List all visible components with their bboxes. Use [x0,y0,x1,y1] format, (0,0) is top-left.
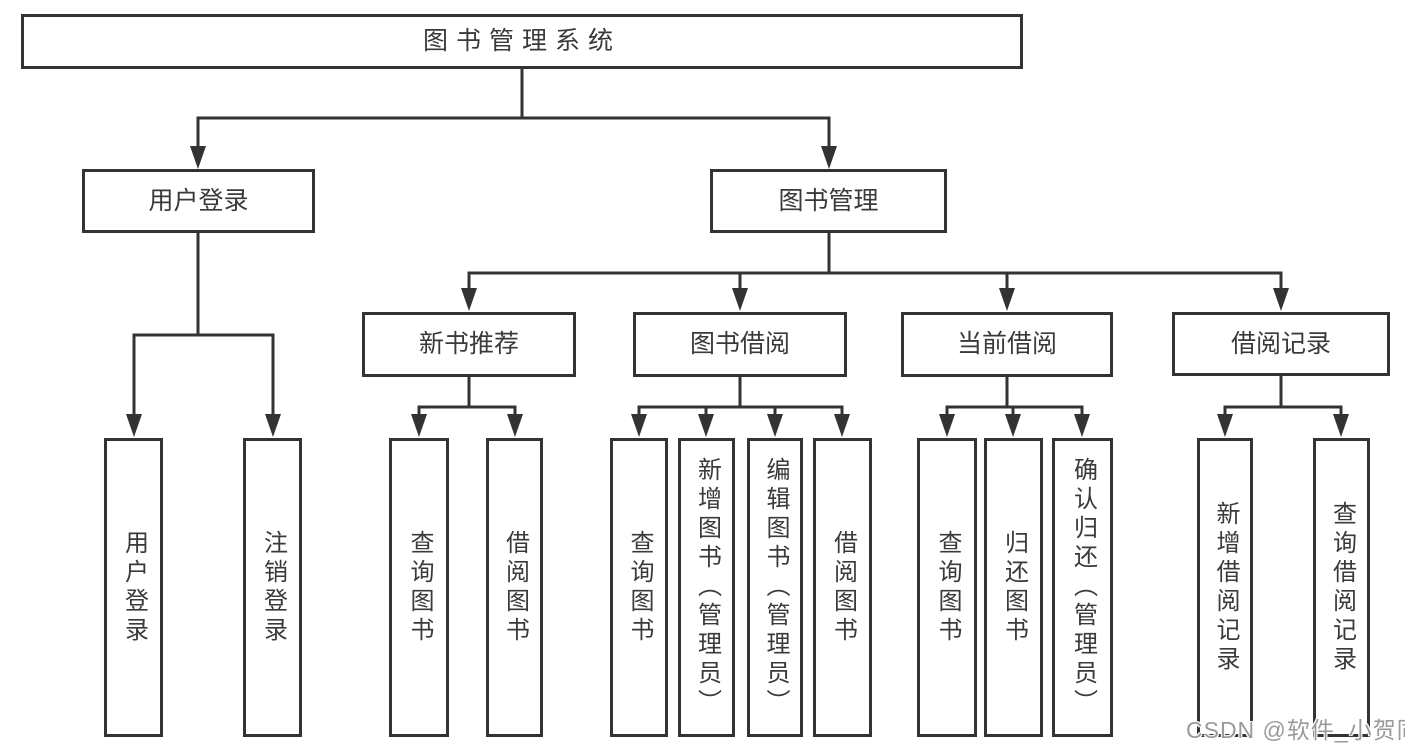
leaf-borrowing-query-books-label: 查询图书 [626,529,653,646]
leaf-newbook-borrow-books-label: 借阅图书 [501,529,529,646]
leaf-logout: 注销登录 [243,438,302,737]
node-borrowing-records: 借阅记录 [1172,312,1390,376]
leaf-newbook-query-books-label: 查询图书 [406,529,433,646]
leaf-logout-label: 注销登录 [259,529,287,646]
connector-current-borrowing-children [939,377,1090,437]
leaf-records-add-record: 新增借阅记录 [1197,438,1253,737]
leaf-borrowing-add-books-admin-label: 新增图书（管理员） [693,457,721,718]
leaf-borrowing-edit-books-admin-label: 编辑图书（管理员） [762,457,789,718]
node-book-borrowing: 图书借阅 [633,312,847,377]
leaf-records-query-record: 查询借阅记录 [1313,438,1370,737]
node-new-book-recommendation: 新书推荐 [362,312,576,377]
connector-book-management-children [461,233,1289,311]
connector-user-login-children [126,233,281,437]
leaf-current-query-books-label: 查询图书 [934,529,961,646]
leaf-newbook-query-books: 查询图书 [389,438,449,737]
leaf-current-confirm-return-admin-label: 确认归还（管理员） [1069,457,1097,718]
node-user-login: 用户登录 [82,169,315,233]
leaf-borrowing-query-books: 查询图书 [610,438,668,737]
node-current-borrowing: 当前借阅 [901,312,1113,377]
leaf-newbook-borrow-books: 借阅图书 [486,438,543,737]
connector-borrowing-records-children [1217,376,1349,437]
leaf-user-login: 用户登录 [104,438,163,737]
connector-book-borrowing-children [631,377,850,437]
leaf-records-query-record-label: 查询借阅记录 [1328,500,1356,675]
leaf-current-return-books-label: 归还图书 [1000,529,1028,646]
node-book-management: 图书管理 [710,169,947,233]
watermark: CSDN @软件_小贺同学 [1186,717,1405,743]
leaf-user-login-label: 用户登录 [120,529,148,646]
leaf-records-add-record-label: 新增借阅记录 [1212,500,1239,675]
leaf-borrowing-borrow-books: 借阅图书 [813,438,872,737]
leaf-current-confirm-return-admin: 确认归还（管理员） [1052,438,1113,737]
connector-root-to-level2 [190,68,837,169]
connector-new-book-children [411,377,523,437]
leaf-current-return-books: 归还图书 [984,438,1043,737]
leaf-borrowing-add-books-admin: 新增图书（管理员） [678,438,735,737]
leaf-current-query-books: 查询图书 [917,438,977,737]
leaf-borrowing-borrow-books-label: 借阅图书 [829,529,857,646]
leaf-borrowing-edit-books-admin: 编辑图书（管理员） [747,438,803,737]
node-library-management-system: 图书管理系统 [21,14,1023,69]
